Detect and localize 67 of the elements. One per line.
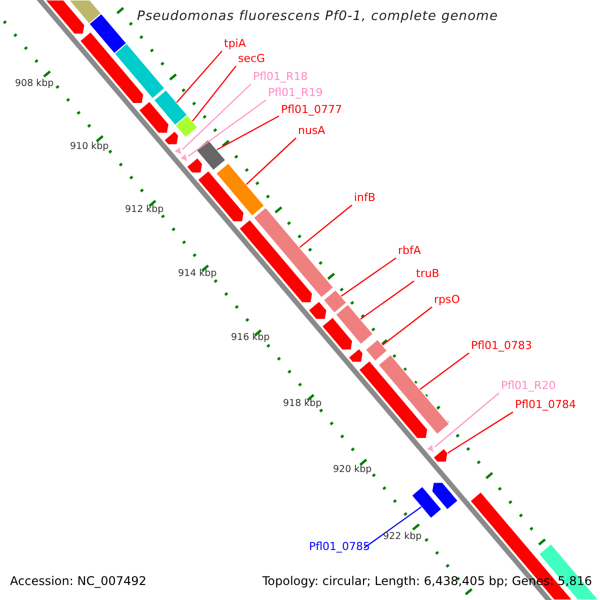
scale-label: 918 kbp bbox=[283, 399, 322, 409]
leader-line bbox=[182, 84, 252, 150]
gene-label: rpsO bbox=[434, 294, 460, 306]
gene-label: Pfl01_R19 bbox=[268, 87, 323, 98]
gene-block bbox=[252, 206, 334, 298]
gene-label: rbfA bbox=[398, 245, 421, 256]
gene-feature bbox=[425, 443, 436, 454]
scale-label: 920 kbp bbox=[333, 465, 372, 475]
leader-line bbox=[340, 258, 396, 297]
leader-line bbox=[364, 506, 422, 548]
gene-feature bbox=[431, 482, 459, 510]
gene-label: Pfl01_R18 bbox=[253, 71, 308, 82]
gene-feature bbox=[186, 157, 204, 174]
scale-label: 908 kbp bbox=[15, 79, 54, 89]
leader-line bbox=[216, 115, 280, 150]
gene-label: nusA bbox=[298, 125, 326, 136]
gene-block bbox=[153, 89, 188, 126]
gene-block bbox=[364, 338, 388, 362]
scale-label: 914 kbp bbox=[178, 269, 217, 279]
leader-line bbox=[176, 50, 222, 103]
leader-line bbox=[420, 352, 470, 390]
leader-line bbox=[382, 306, 432, 346]
gene-label: secG bbox=[238, 53, 266, 64]
gene-label: tpiA bbox=[224, 38, 246, 50]
gene-feature bbox=[79, 31, 144, 104]
gene-label: Pfl01_0785 bbox=[309, 541, 370, 552]
gene-feature bbox=[197, 170, 245, 222]
gene-feature bbox=[238, 218, 314, 304]
gene-feature bbox=[138, 100, 170, 134]
scale-label: 912 kbp bbox=[125, 205, 164, 215]
leader-line bbox=[434, 392, 500, 448]
gene-feature bbox=[172, 146, 183, 156]
scale-label: 922 kbp bbox=[383, 532, 422, 542]
scale-label: 910 kbp bbox=[70, 142, 109, 152]
gene-label: Pfl01_R20 bbox=[501, 380, 556, 392]
gene-feature bbox=[358, 360, 428, 439]
diagram-title: Pseudomonas fluorescens Pf0-1, complete genome bbox=[137, 10, 498, 24]
gene-feature bbox=[321, 316, 354, 350]
gene-feature bbox=[44, 0, 86, 35]
gene-block bbox=[174, 114, 198, 138]
scale-label: 916 kbp bbox=[231, 333, 270, 343]
gene-block bbox=[114, 42, 166, 100]
gene-block bbox=[410, 486, 442, 520]
leader-line bbox=[192, 66, 236, 122]
gene-feature bbox=[178, 152, 189, 163]
gene-block bbox=[322, 289, 348, 314]
gene-feature bbox=[432, 448, 448, 463]
gene-block bbox=[334, 304, 374, 346]
gene-label: Pfl01_0784 bbox=[515, 399, 576, 410]
footer-text: Accession: NC_007492 bbox=[10, 574, 146, 587]
gene-feature bbox=[308, 300, 328, 320]
leader-line bbox=[299, 204, 352, 248]
gene-feature bbox=[348, 348, 364, 363]
gene-label: Pfl01_0783 bbox=[471, 340, 532, 352]
gene-label: truB bbox=[416, 268, 440, 280]
gene-feature bbox=[163, 130, 180, 146]
gene-block bbox=[378, 354, 450, 436]
leader-line bbox=[188, 100, 266, 157]
leader-line bbox=[360, 280, 414, 320]
gene-block bbox=[195, 138, 226, 172]
gene-label: infB bbox=[354, 192, 376, 204]
leader-line bbox=[246, 138, 296, 185]
leader-line bbox=[447, 412, 514, 454]
gene-block bbox=[68, 0, 102, 25]
gene-label: Pfl01_0777 bbox=[281, 104, 342, 116]
gene-block bbox=[215, 162, 266, 217]
gene-block bbox=[88, 12, 128, 54]
